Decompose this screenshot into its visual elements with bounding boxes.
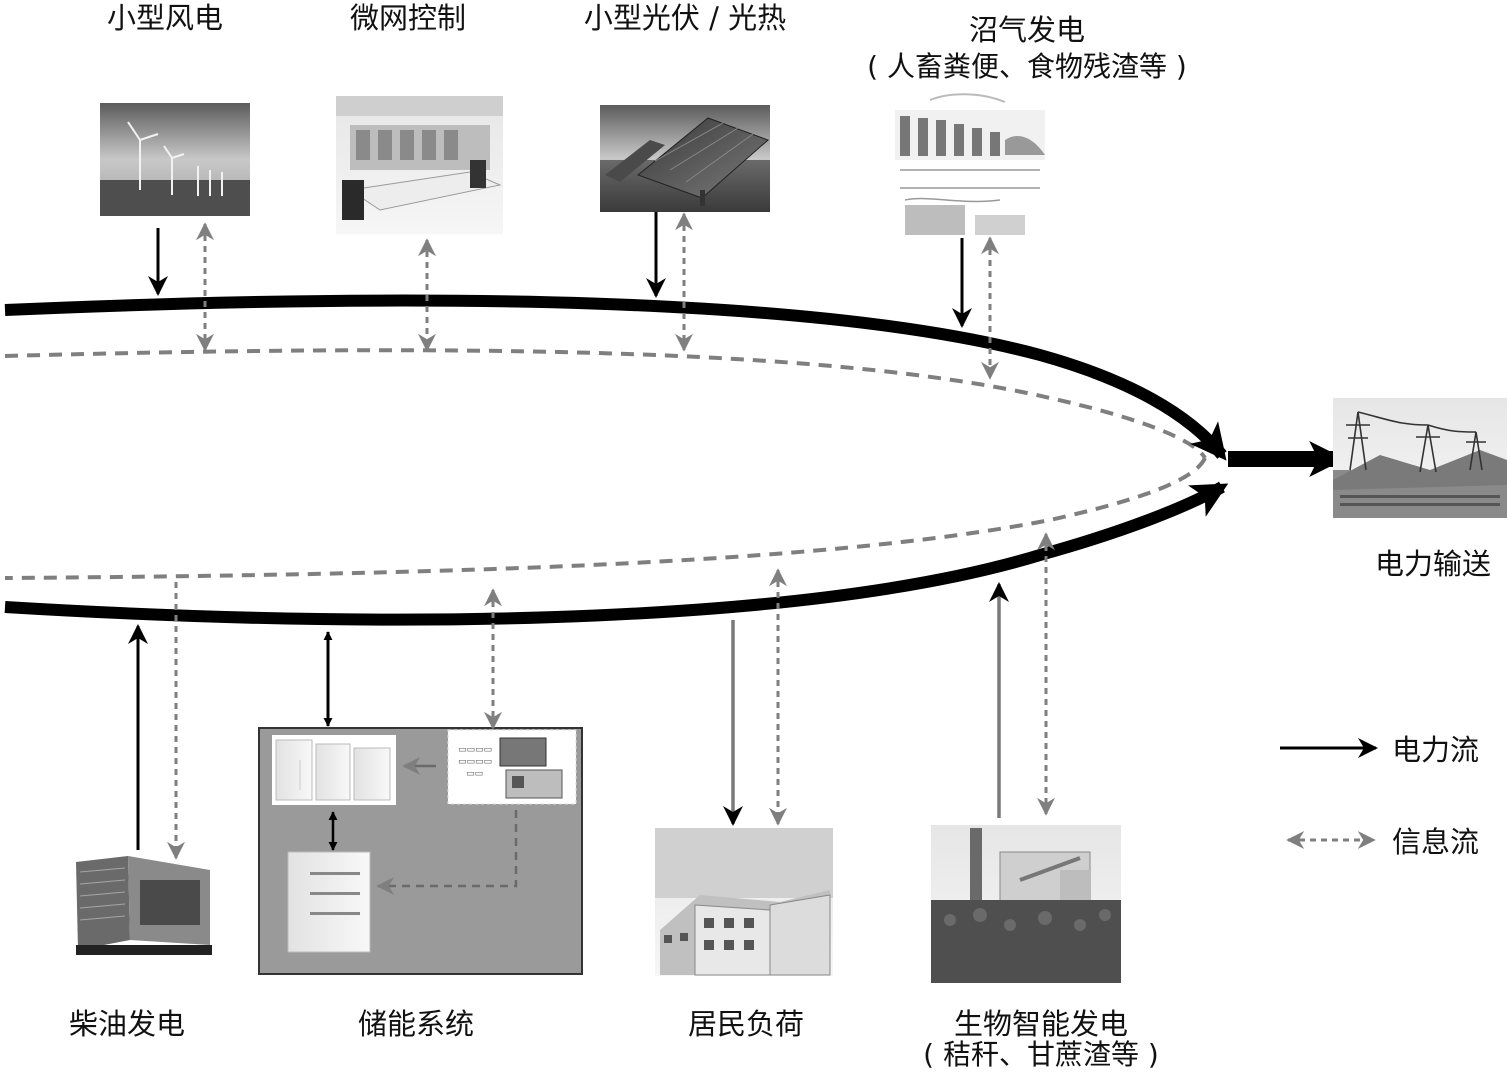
biomass-plant-photo [931, 825, 1121, 983]
legend-power-label: 电力流 [1392, 733, 1479, 767]
diesel-generator-photo [70, 852, 215, 960]
battery-cabinet-photo [287, 851, 371, 953]
biogas-plant-photo [891, 93, 1049, 240]
wind-label: 小型风电 [107, 1, 223, 35]
wind-turbine-photo [100, 103, 250, 216]
svg-text:▭▭▭▭: ▭▭▭▭ [458, 745, 492, 755]
biogas-sublabel: ( 人畜粪便、食物残渣等 ) [867, 50, 1187, 83]
info-loop-lower [4, 457, 1207, 580]
residential-label: 居民负荷 [688, 1007, 804, 1041]
storage-controller-photo: ▭▭▭▭ ▭▭▭▭ ▭▭ [447, 729, 577, 805]
microgrid-label: 微网控制 [350, 1, 466, 35]
legend-info-label: 信息流 [1392, 825, 1479, 859]
residential-building-photo [655, 828, 833, 976]
storage-system-box: ▭▭▭▭ ▭▭▭▭ ▭▭ [258, 727, 583, 975]
biomass-sublabel: ( 秸秆、甘蔗渣等 ) [923, 1038, 1159, 1071]
info-loop-upper [4, 348, 1207, 460]
transmission-label: 电力输送 [1375, 547, 1491, 581]
svg-text:▭▭: ▭▭ [466, 769, 483, 779]
power-loop-lower [4, 481, 1229, 626]
diesel-label: 柴油发电 [69, 1007, 185, 1041]
svg-text:▭▭▭▭: ▭▭▭▭ [458, 757, 492, 767]
transmission-tower-photo [1333, 398, 1507, 518]
biomass-label: 生物智能发电 [954, 1007, 1128, 1041]
biogas-label: 沼气发电 [969, 13, 1085, 47]
legend: 电力流 信息流 [1280, 733, 1479, 859]
storage-label: 储能系统 [358, 1007, 474, 1041]
control-room-photo [336, 96, 503, 234]
power-loop-upper [4, 294, 1227, 461]
solar-panel-photo [600, 105, 770, 212]
storage-internal-arrow-3 [376, 810, 518, 895]
solar-label: 小型光伏 / 光热 [584, 1, 786, 35]
inverter-cabinet-photo [272, 735, 396, 805]
